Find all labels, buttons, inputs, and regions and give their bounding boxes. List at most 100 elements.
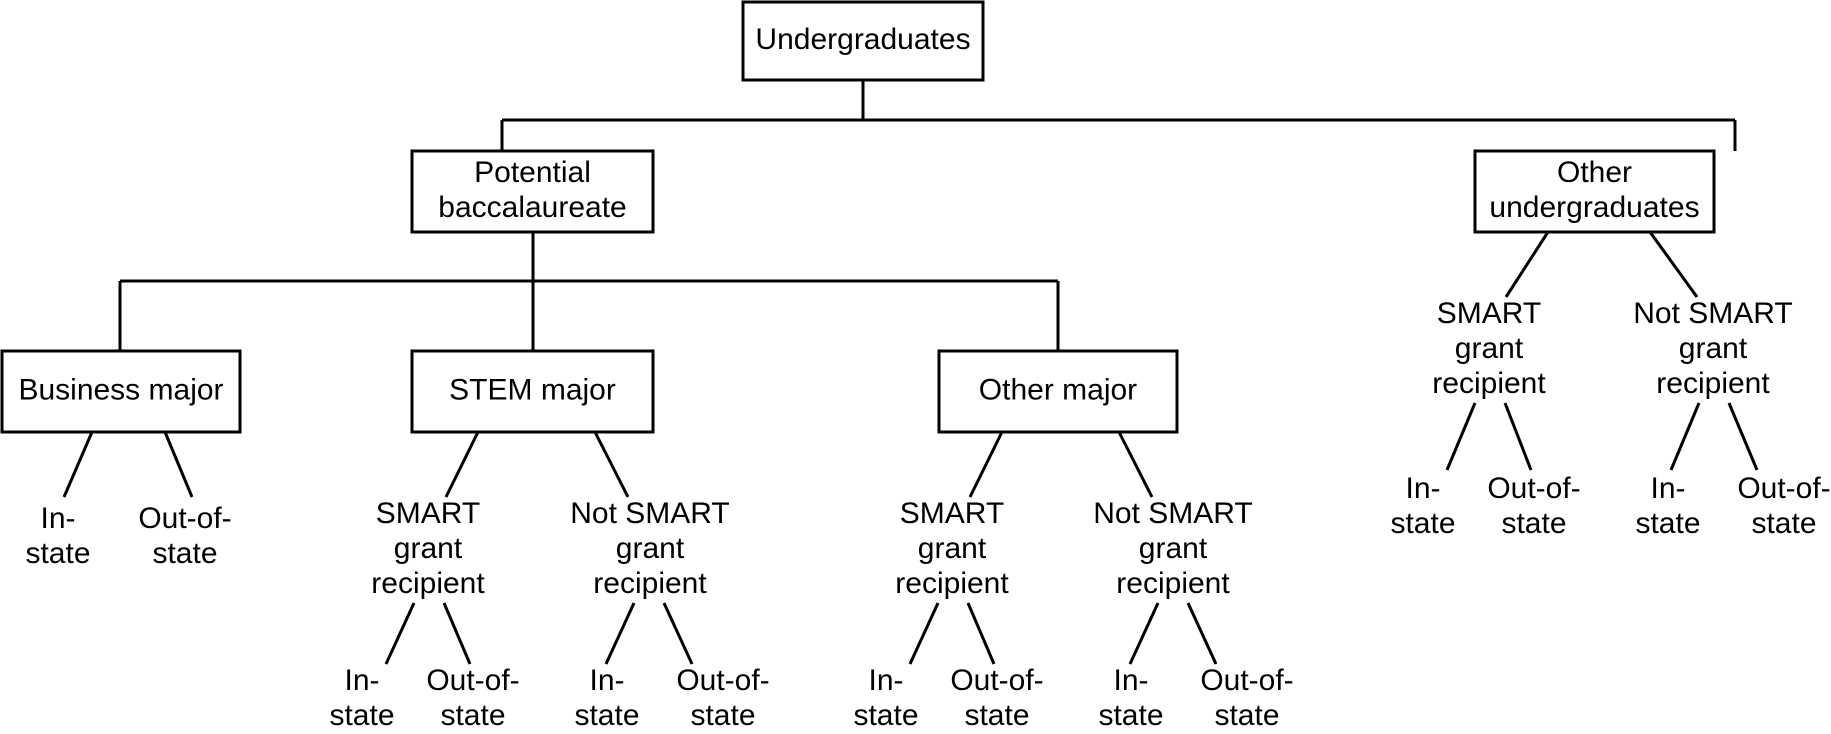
leaf-stem-smart-in-state-line2: state	[329, 699, 394, 732]
connector-stem-smart-to-in	[384, 602, 416, 665]
connector-lines-group	[62, 80, 1759, 665]
connector-omaj-nsmart-to-out	[1186, 602, 1218, 665]
node-other-ug-not-smart-line3: recipient	[1656, 367, 1770, 400]
node-other-ug-smart-line3: recipient	[1432, 367, 1546, 400]
leaf-other-major-not-smart-in-state-line2: state	[1098, 699, 1163, 732]
connector-other-ug-to-not-smart	[1648, 231, 1699, 298]
leaf-stem-not-smart-in-state-line1: In-	[589, 664, 624, 697]
leaf-other-major-smart-out-of-state-line2: state	[964, 699, 1029, 732]
connector-business-to-in-state	[62, 431, 94, 498]
node-other-major-smart-line1: SMART	[900, 497, 1004, 530]
leaf-other-ug-smart-out-of-state-line1: Out-of-	[1487, 472, 1580, 505]
node-other-major-smart-line3: recipient	[895, 567, 1009, 600]
node-other-major-not-smart-line3: recipient	[1116, 567, 1230, 600]
node-stem-not-smart-line3: recipient	[593, 567, 707, 600]
connector-omaj-nsmart-to-in	[1128, 602, 1160, 665]
leaf-other-major-smart-in-state-line1: In-	[868, 664, 903, 697]
node-stem-smart-line1: SMART	[376, 497, 480, 530]
leaf-stem-smart-in-state[interactable]: In-state	[329, 664, 394, 732]
node-label-other-undergraduates-line2: undergraduates	[1489, 191, 1699, 224]
node-other-major[interactable]: Other major	[937, 349, 1179, 434]
connector-other-major-to-not-smart	[1117, 431, 1154, 498]
leaf-business-out-of-state-line2: state	[152, 537, 217, 570]
node-box-potential-baccalaureate[interactable]	[410, 149, 655, 234]
node-stem-not-smart-line2: grant	[616, 532, 685, 565]
connector-other-major-to-smart	[968, 431, 1004, 498]
node-other-ug-smart-line1: SMART	[1437, 297, 1541, 330]
connector-other-ug-to-smart	[1504, 231, 1550, 298]
node-other-ug-smart-line2: grant	[1455, 332, 1524, 365]
node-stem-smart-line3: recipient	[371, 567, 485, 600]
leaf-other-ug-not-smart-out-of-state-line1: Out-of-	[1737, 472, 1830, 505]
node-stem-smart-line2: grant	[394, 532, 463, 565]
leaf-stem-smart-in-state-line1: In-	[344, 664, 379, 697]
leaf-stem-not-smart-out-of-state-line1: Out-of-	[676, 664, 769, 697]
connector-stem-nsmart-to-out	[662, 602, 694, 665]
node-business-major[interactable]: Business major	[0, 349, 242, 434]
leaf-other-ug-smart-in-state-line1: In-	[1405, 472, 1440, 505]
leaf-stem-not-smart-out-of-state-line2: state	[690, 699, 755, 732]
leaf-stem-smart-out-of-state-line2: state	[440, 699, 505, 732]
leaf-stem-not-smart-out-of-state[interactable]: Out-of-state	[676, 664, 769, 732]
leaf-other-ug-smart-in-state[interactable]: In-state	[1390, 472, 1455, 540]
connector-stem-to-smart	[444, 431, 480, 498]
leaf-stem-not-smart-in-state-line2: state	[574, 699, 639, 732]
leaf-other-ug-smart-in-state-line2: state	[1390, 507, 1455, 540]
node-label-potential-baccalaureate-line2: baccalaureate	[438, 191, 626, 224]
node-stem-not-smart-line1: Not SMART	[570, 497, 729, 530]
leaf-other-major-smart-in-state[interactable]: In-state	[853, 664, 918, 732]
node-boxes-group: UndergraduatesPotentialbaccalaureateOthe…	[0, 0, 1716, 434]
node-other-major-not-smart-line2: grant	[1139, 532, 1208, 565]
leaf-other-major-not-smart-out-of-state-line2: state	[1214, 699, 1279, 732]
connector-oug-nsmart-to-in	[1669, 402, 1701, 471]
connector-stem-to-not-smart	[593, 431, 630, 498]
node-label-other-undergraduates-line1: Other	[1557, 156, 1632, 189]
leaf-stem-smart-out-of-state[interactable]: Out-of-state	[426, 664, 519, 732]
connector-omaj-smart-to-out	[966, 602, 996, 665]
leaf-other-ug-not-smart-in-state-line2: state	[1635, 507, 1700, 540]
leaf-other-ug-not-smart-in-state[interactable]: In-state	[1635, 472, 1700, 540]
connector-oug-smart-to-in	[1445, 402, 1477, 471]
node-label-stem-major-line1: STEM major	[449, 373, 616, 406]
leaf-stem-smart-out-of-state-line1: Out-of-	[426, 664, 519, 697]
leaf-other-major-not-smart-in-state-line1: In-	[1113, 664, 1148, 697]
node-undergraduates[interactable]: Undergraduates	[741, 0, 985, 82]
connector-oug-smart-to-out	[1503, 402, 1533, 471]
leaf-business-out-of-state[interactable]: Out-of-state	[138, 502, 231, 570]
leaf-stem-not-smart-in-state[interactable]: In-state	[574, 664, 639, 732]
node-box-other-major[interactable]	[937, 349, 1179, 434]
connector-stem-nsmart-to-in	[604, 602, 636, 665]
leaf-business-out-of-state-line1: Out-of-	[138, 502, 231, 535]
node-stem-major[interactable]: STEM major	[410, 349, 655, 434]
connector-stem-smart-to-out	[442, 602, 472, 665]
leaf-other-ug-not-smart-out-of-state[interactable]: Out-of-state	[1737, 472, 1830, 540]
leaf-other-major-not-smart-in-state[interactable]: In-state	[1098, 664, 1163, 732]
leaf-other-ug-not-smart-in-state-line1: In-	[1650, 472, 1685, 505]
leaf-other-major-not-smart-out-of-state[interactable]: Out-of-state	[1200, 664, 1293, 732]
node-label-potential-baccalaureate-line1: Potential	[474, 156, 591, 189]
leaf-other-ug-smart-out-of-state[interactable]: Out-of-state	[1487, 472, 1580, 540]
node-box-other-undergraduates[interactable]	[1473, 149, 1716, 234]
node-box-stem-major[interactable]	[410, 349, 655, 434]
leaf-other-major-smart-out-of-state[interactable]: Out-of-state	[950, 664, 1043, 732]
node-other-ug-not-smart-line2: grant	[1679, 332, 1748, 365]
node-label-undergraduates-line1: Undergraduates	[755, 23, 970, 56]
node-other-major-smart-line2: grant	[918, 532, 987, 565]
leaf-other-major-smart-out-of-state-line1: Out-of-	[950, 664, 1043, 697]
node-box-undergraduates[interactable]	[741, 0, 985, 82]
connector-business-to-out-of-state	[163, 431, 194, 498]
leaf-business-in-state[interactable]: In-state	[25, 502, 90, 570]
node-other-ug-not-smart-line1: Not SMART	[1633, 297, 1792, 330]
node-box-business-major[interactable]	[0, 349, 242, 434]
node-other-major-not-smart-line1: Not SMART	[1093, 497, 1252, 530]
